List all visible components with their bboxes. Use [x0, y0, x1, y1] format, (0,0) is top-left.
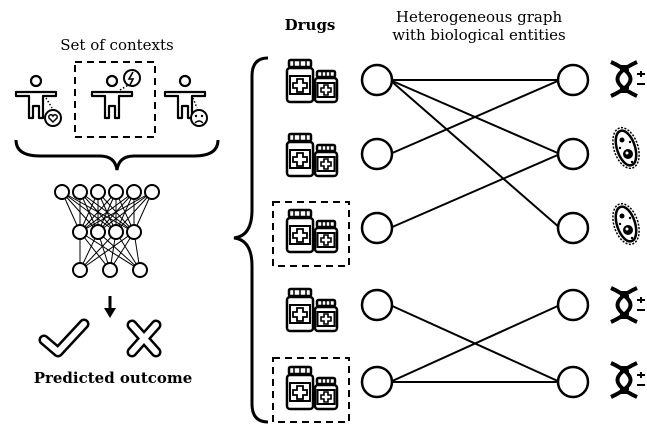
neural-network-nodes	[54, 184, 160, 278]
selected-drug-box-5	[272, 357, 350, 423]
drug-bottle-icon-4	[285, 287, 339, 333]
graph-header-line1: Heterogeneous graph	[396, 8, 563, 26]
cell-icon	[606, 123, 646, 173]
drug-bottle-icon-3	[285, 208, 339, 254]
nn-node	[90, 184, 106, 200]
graph-edge	[389, 153, 561, 229]
patient-sad-icon	[163, 74, 208, 127]
nn-node	[54, 184, 70, 200]
drug-node	[360, 211, 394, 245]
graph-edge	[389, 79, 561, 229]
nn-node	[72, 184, 88, 200]
entity-node	[556, 365, 590, 399]
nn-node	[108, 224, 124, 240]
drug-bottle-icon-5	[285, 365, 339, 411]
nn-node	[132, 262, 148, 278]
drug-bottle-icon-2	[285, 132, 339, 178]
graph-header-line2: with biological entities	[392, 26, 565, 44]
nn-node	[72, 224, 88, 240]
nn-node	[108, 184, 124, 200]
dna-icon	[609, 361, 647, 399]
graph-edge	[389, 79, 561, 155]
cross-icon	[126, 319, 162, 358]
check-icon	[38, 318, 90, 358]
entity-node	[556, 137, 590, 171]
nn-node	[126, 224, 142, 240]
arrow-down-icon	[104, 296, 116, 318]
selected-drug-box-3	[272, 201, 350, 267]
drugs-header: Drugs	[285, 16, 336, 34]
graph-brace	[233, 56, 269, 424]
entity-node	[556, 63, 590, 97]
patient-heart-icon	[14, 74, 62, 127]
nn-node	[126, 184, 142, 200]
dna-icon	[609, 60, 647, 98]
cell-icon	[606, 199, 646, 249]
context-selection-box	[74, 61, 156, 138]
drug-node	[360, 288, 394, 322]
nn-node	[72, 262, 88, 278]
contexts-title: Set of contexts	[60, 36, 173, 54]
drug-node	[360, 365, 394, 399]
graph-nodes	[360, 63, 590, 399]
nn-node	[90, 224, 106, 240]
entity-node	[556, 211, 590, 245]
outcome-title: Predicted outcome	[34, 369, 193, 387]
dna-icon	[609, 286, 647, 324]
drug-node	[360, 137, 394, 171]
graph-edge	[389, 304, 561, 383]
patient-lightning-icon	[90, 69, 141, 120]
graph-edges	[389, 79, 561, 383]
nn-node	[144, 184, 160, 200]
entity-node	[556, 288, 590, 322]
contexts-brace	[14, 139, 220, 171]
nn-node	[102, 262, 118, 278]
drug-node	[360, 63, 394, 97]
drug-bottle-icon-1	[285, 58, 339, 104]
